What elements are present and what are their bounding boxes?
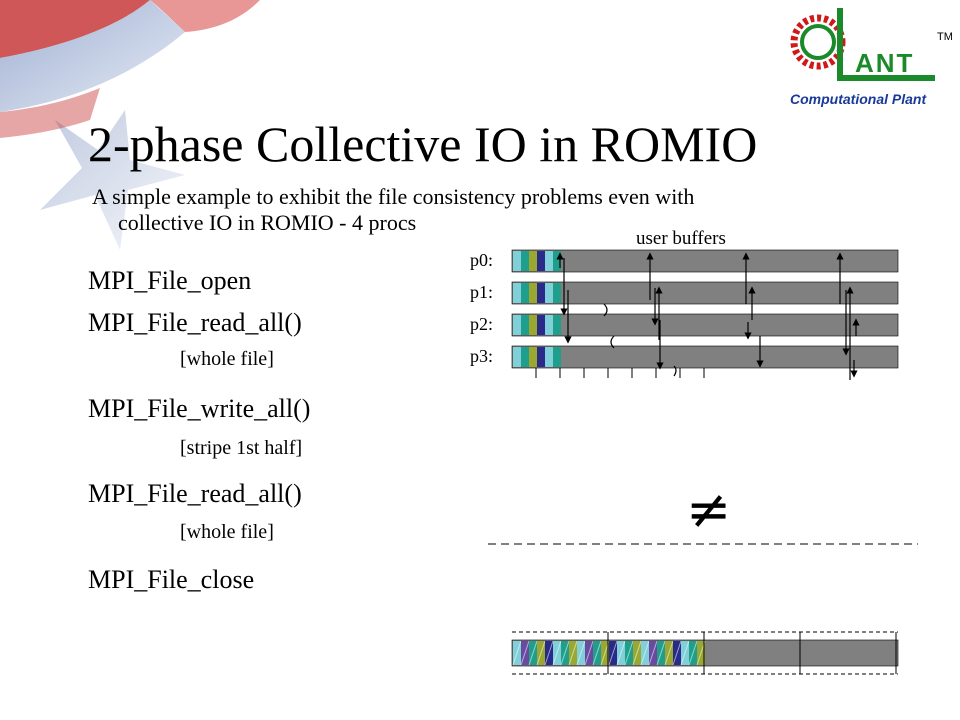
logo-text: Computational Plant (790, 91, 927, 107)
subtitle-line-1: A simple example to exhibit the file con… (92, 184, 695, 209)
trademark-mark: TM (937, 31, 953, 43)
computational-plant-logo: ANT TM Computational Plant (790, 8, 953, 107)
user-buffers-label: user buffers (636, 228, 726, 249)
file-stripe-hatch (624, 640, 634, 666)
file-stripe-hatch (584, 640, 594, 666)
file-stripe-hatch (640, 640, 650, 666)
note-whole-file-1: [whole file] (180, 348, 274, 370)
process-label-p2: p2: (470, 314, 493, 334)
file-stripe-hatch (528, 640, 538, 666)
file-stripe-hatch (680, 640, 690, 666)
code-line-write-all: MPI_File_write_all() (88, 394, 311, 423)
subtitle-line-2: collective IO in ROMIO - 4 procs (118, 210, 417, 235)
file-result-bar (511, 631, 899, 675)
code-line-read-all-1: MPI_File_read_all() (88, 308, 302, 337)
file-stripe-hatch (632, 640, 642, 666)
file-stripe-hatch (560, 640, 570, 666)
file-stripe-hatch (688, 640, 698, 666)
flag-star-decoration (0, 0, 260, 250)
file-stripe-hatch (512, 640, 522, 666)
slide-title: 2-phase Collective IO in ROMIO (88, 116, 758, 172)
code-line-read-all-2: MPI_File_read_all() (88, 479, 302, 508)
file-stripe-hatch (520, 640, 530, 666)
file-stripe-ticks (535, 368, 705, 378)
file-stripe-hatch (656, 640, 666, 666)
code-line-open: MPI_File_open (88, 266, 252, 295)
code-line-close: MPI_File_close (88, 565, 255, 594)
file-stripe-hatch (576, 640, 586, 666)
buffer-bar-p3 (511, 345, 899, 369)
not-equal-symbol: ≠ (686, 478, 731, 541)
file-stripe-hatch (672, 640, 682, 666)
svg-text:ANT: ANT (855, 48, 914, 78)
file-stripe-hatch (616, 640, 626, 666)
process-label-p1: p1: (470, 282, 493, 302)
buffer-bar-p0 (511, 249, 899, 273)
buffer-bar-p2 (511, 313, 899, 337)
file-stripe-hatch (648, 640, 658, 666)
file-stripe-hatch (568, 640, 578, 666)
slide-subtitle: A simple example to exhibit the file con… (92, 184, 872, 236)
file-stripe-hatch (592, 640, 602, 666)
note-whole-file-2: [whole file] (180, 521, 274, 543)
buffer-bar-p1 (511, 281, 899, 305)
file-stripe-hatch (536, 640, 546, 666)
file-stripe-hatch (608, 640, 618, 666)
file-stripe-hatch (552, 640, 562, 666)
file-stripe-hatch (664, 640, 674, 666)
note-stripe-first-half: [stripe 1st half] (180, 437, 303, 459)
process-label-p3: p3: (470, 346, 493, 366)
file-stripe-hatch (544, 640, 554, 666)
exchange-arrows (556, 252, 860, 380)
process-label-p0: p0: (470, 250, 493, 270)
